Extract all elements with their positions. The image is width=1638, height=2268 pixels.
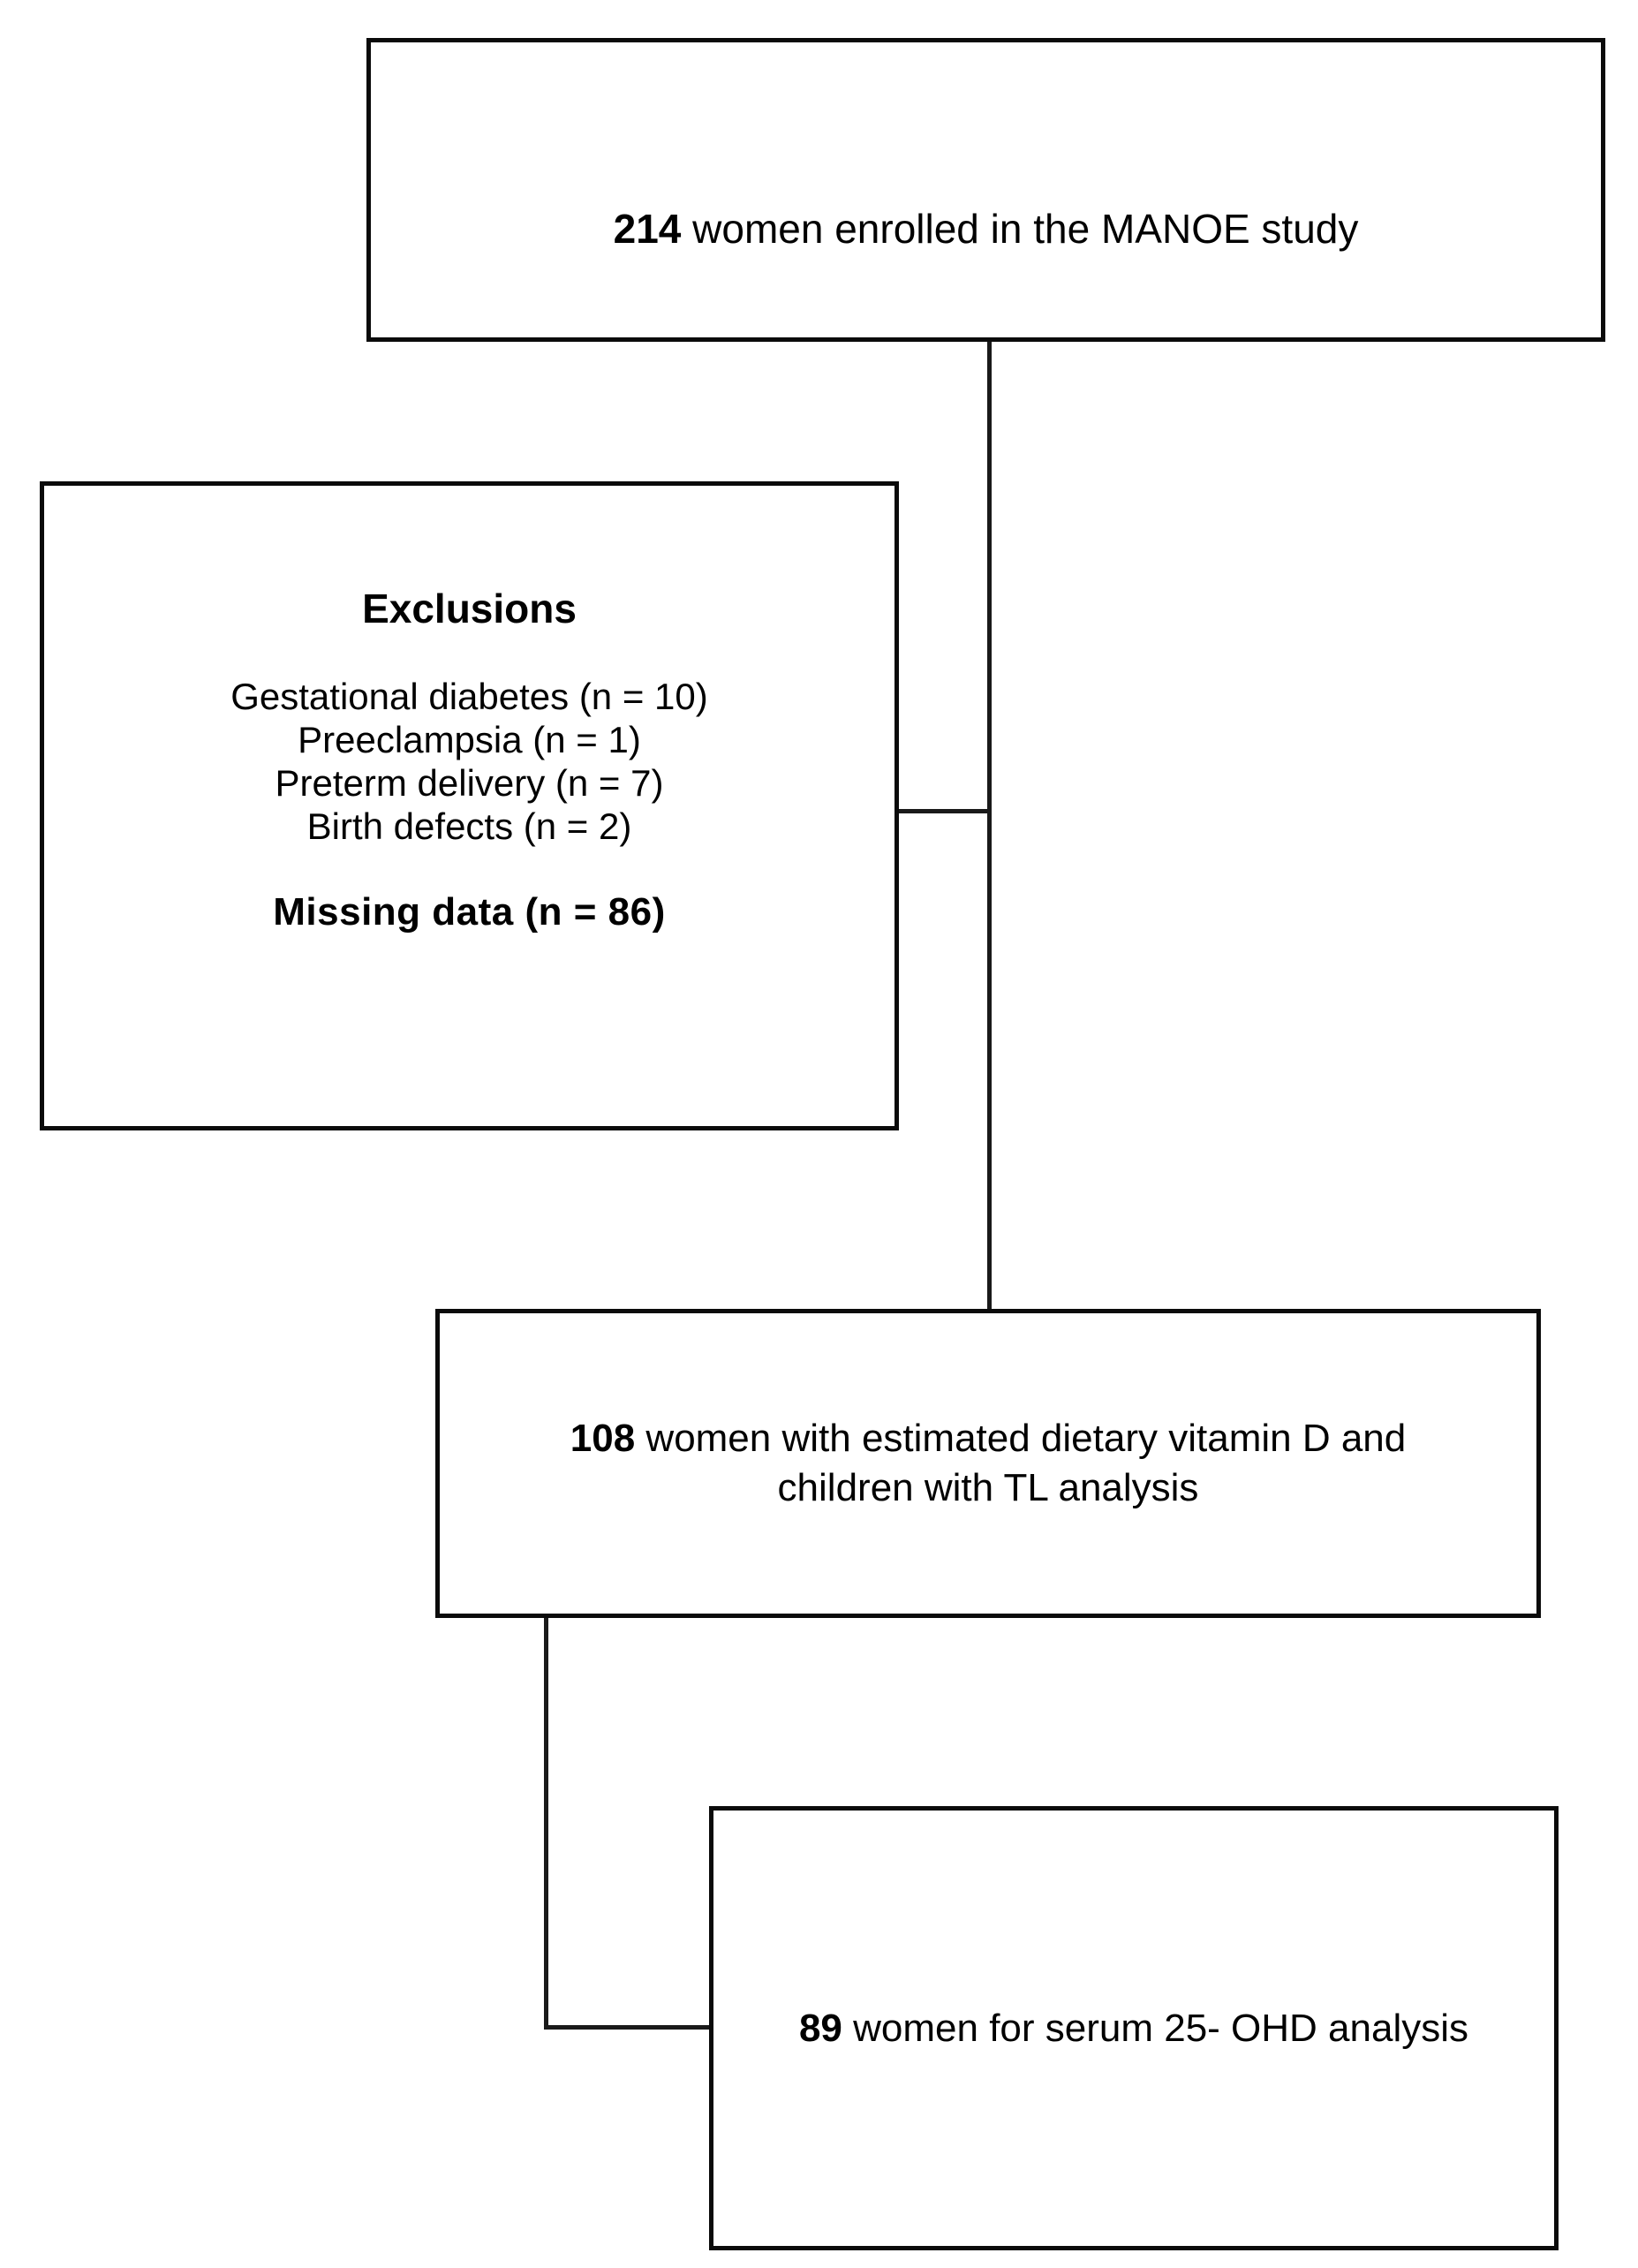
exclusions-list-item: Preeclampsia (n = 1) — [298, 718, 641, 760]
exclusions-missing-data: Missing data (n = 86) — [273, 890, 666, 934]
node-exclusions: Exclusions Gestational diabetes (n = 10)… — [40, 481, 899, 1130]
node-serum-analysis: 89 women for serum 25- OHD analysis — [709, 1806, 1559, 2250]
node-dietary-analysis: 108 women with estimated dietary vitamin… — [435, 1309, 1541, 1618]
node-enrolled-count: 214 — [613, 206, 682, 253]
connector-dietary-to-serum-run — [544, 2025, 712, 2030]
node-enrolled-label: women enrolled in the MANOE study — [681, 206, 1359, 253]
node-dietary-line1: women with estimated dietary vitamin D a… — [635, 1416, 1407, 1460]
connector-trunk-to-exclusions — [897, 809, 989, 813]
node-enrolled-text: 214 women enrolled in the MANOE study — [371, 124, 1601, 256]
node-serum-text: 89 women for serum 25- OHD analysis — [713, 2003, 1554, 2053]
node-dietary-line2: children with TL analysis — [777, 1466, 1199, 1509]
node-dietary-text: 108 women with estimated dietary vitamin… — [440, 1414, 1536, 1514]
node-dietary-count: 108 — [570, 1416, 636, 1460]
exclusions-title: Exclusions — [362, 586, 577, 631]
exclusions-list-item: Gestational diabetes (n = 10) — [230, 675, 708, 717]
exclusions-list: Gestational diabetes (n = 10) Preeclamps… — [44, 675, 894, 849]
node-enrolled: 214 women enrolled in the MANOE study — [366, 38, 1605, 342]
connector-enrolled-to-dietary — [987, 342, 992, 1311]
node-serum-label: women for serum 25- OHD analysis — [842, 2006, 1469, 2050]
node-exclusions-content: Exclusions Gestational diabetes (n = 10)… — [44, 486, 894, 937]
node-serum-count: 89 — [798, 2006, 842, 2050]
exclusions-list-item: Birth defects (n = 2) — [306, 805, 632, 848]
connector-dietary-to-serum-drop — [544, 1618, 548, 2030]
exclusions-list-item: Preterm delivery (n = 7) — [275, 762, 664, 805]
